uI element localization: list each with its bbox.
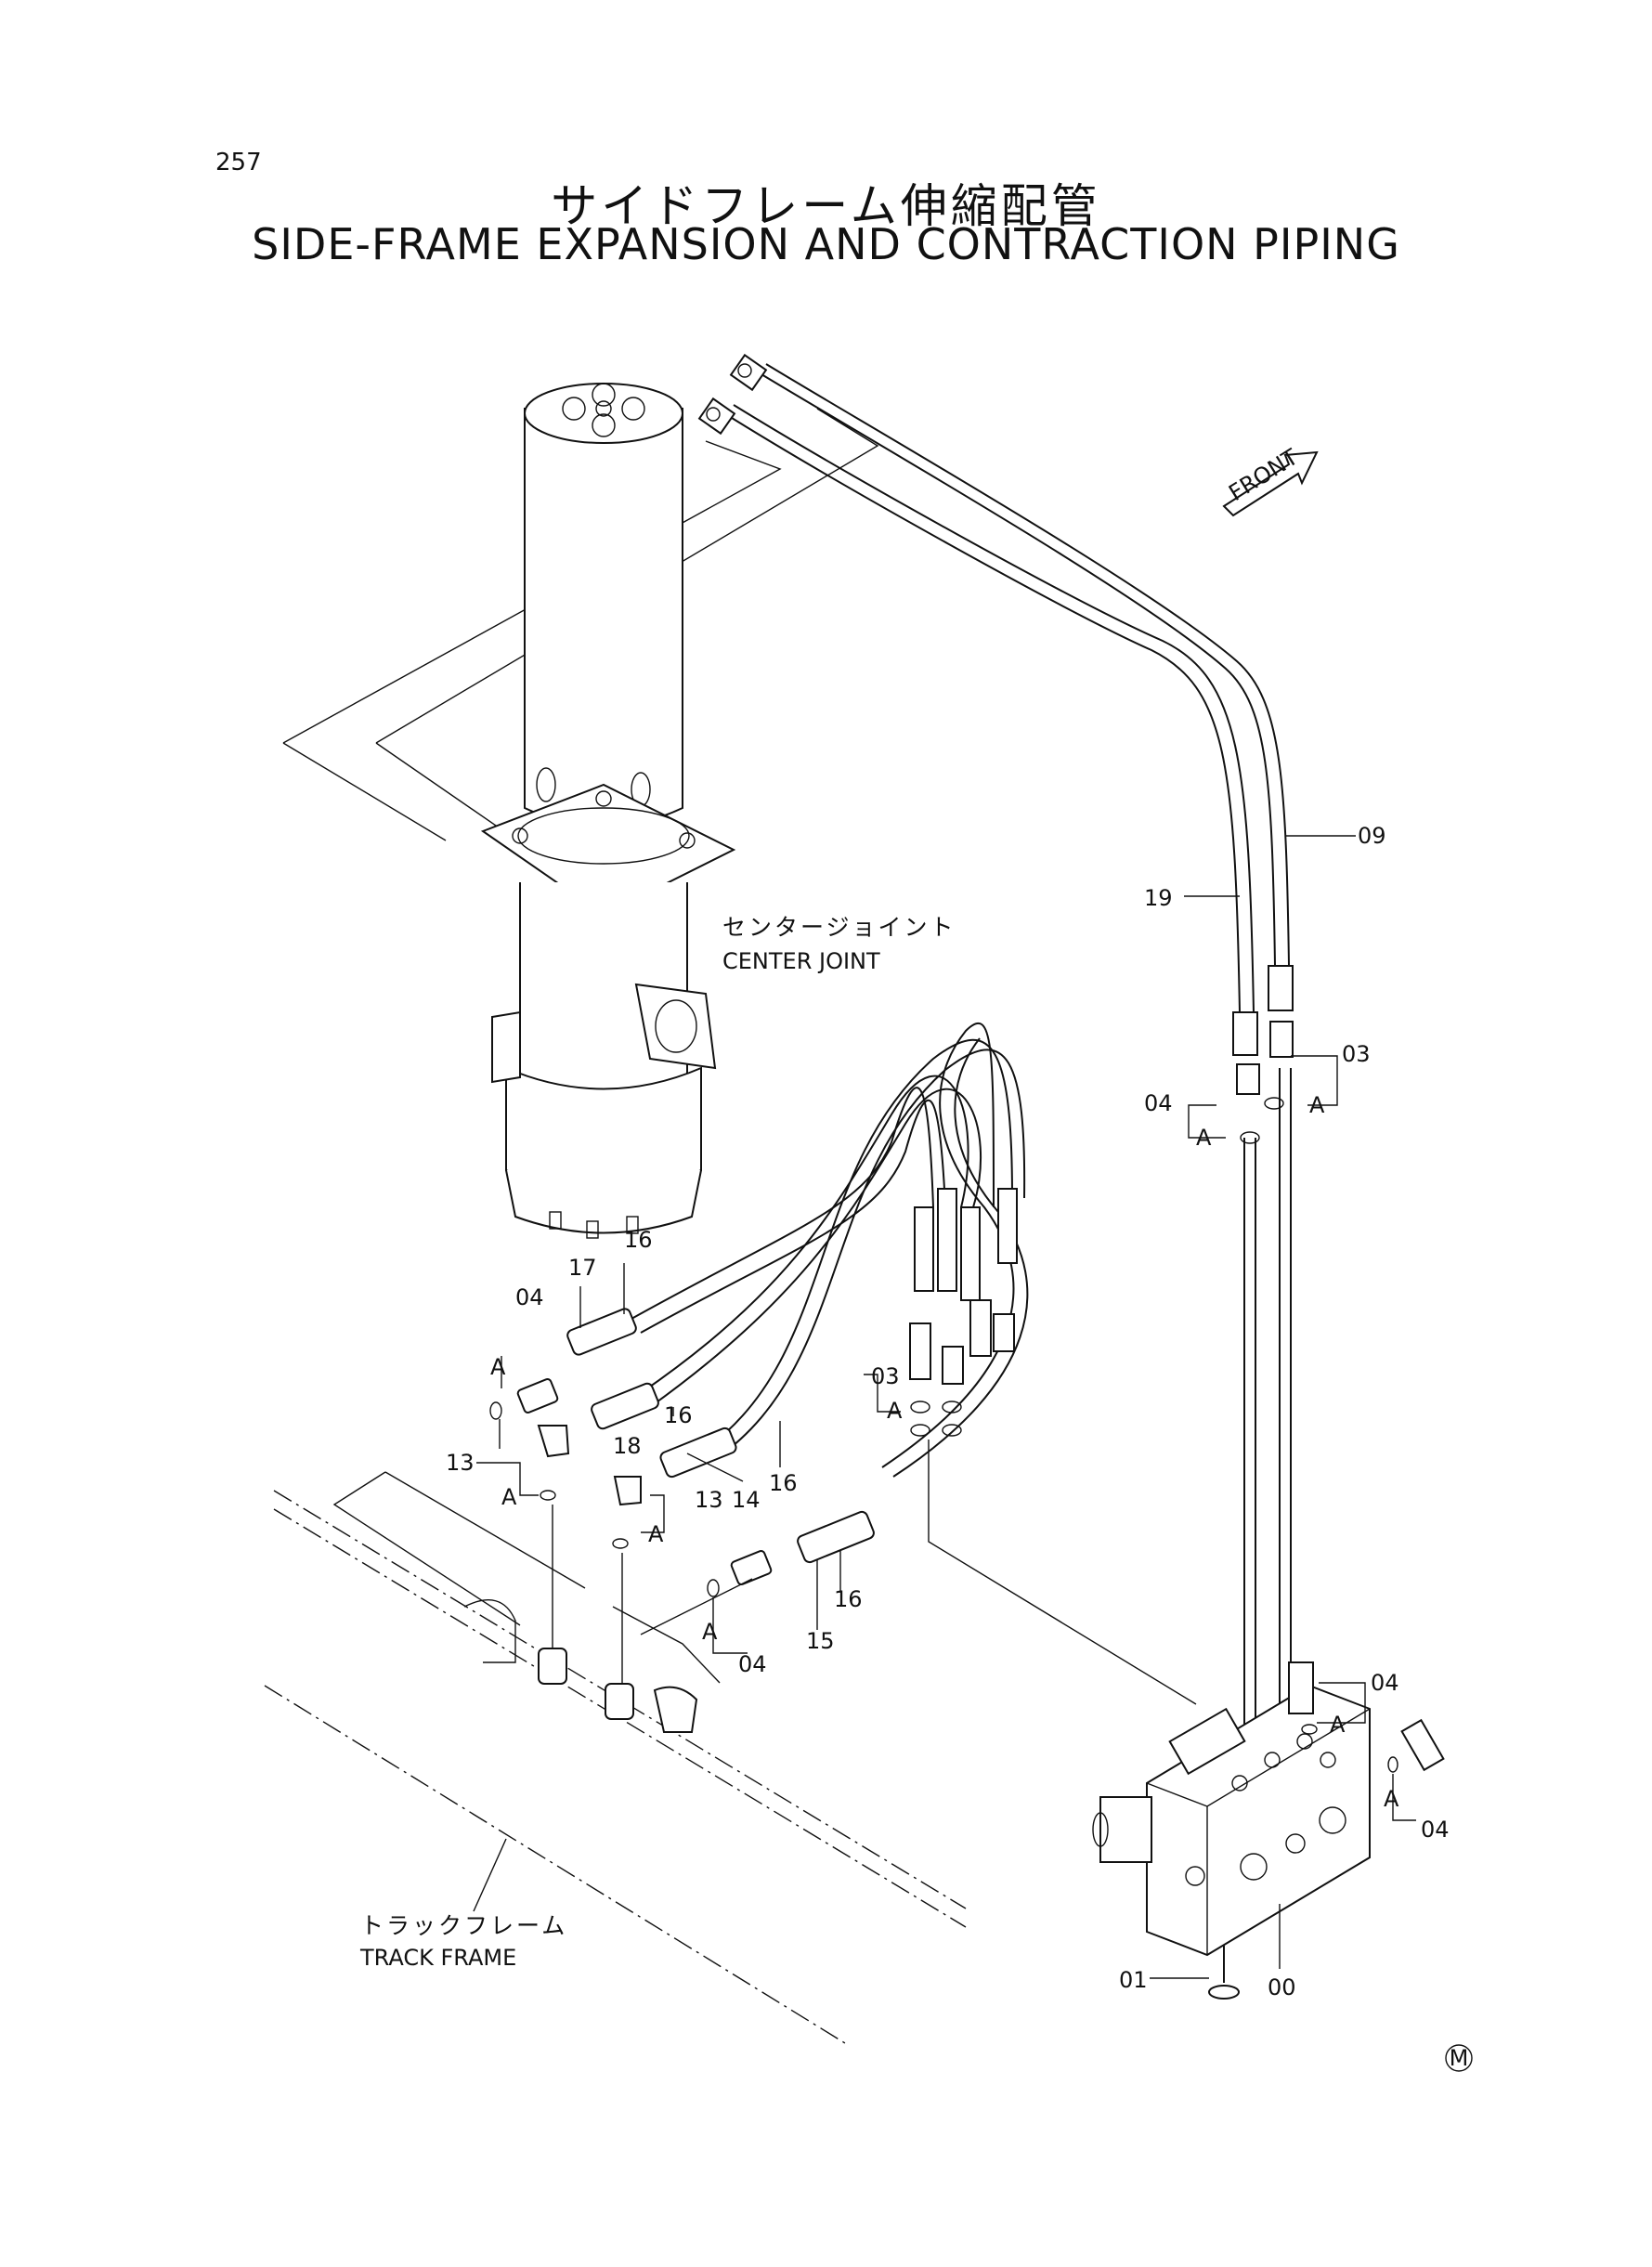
m-mark-label: M (1450, 2045, 1469, 2071)
callout-04e: 04 (1421, 1817, 1450, 1843)
callout-17: 17 (568, 1255, 597, 1281)
ref-a-3: A (490, 1354, 506, 1380)
ref-a-6: A (648, 1521, 664, 1547)
callout-16b: 16 (664, 1402, 693, 1428)
callout-leaders (476, 835, 1416, 1979)
ref-a-8: A (1330, 1712, 1346, 1738)
ref-a-4: A (887, 1398, 903, 1424)
m-mark: M (1445, 2044, 1473, 2072)
callout-16d: 16 (834, 1586, 863, 1612)
callout-00: 00 (1268, 1974, 1296, 2000)
callout-14: 14 (732, 1487, 761, 1513)
callout-13b: 13 (695, 1487, 723, 1513)
title-english: SIDE-FRAME EXPANSION AND CONTRACTION PIP… (252, 219, 1400, 269)
callout-18: 18 (613, 1433, 642, 1459)
callout-13a: 13 (446, 1450, 475, 1476)
track-frame-en-label: TRACK FRAME (359, 1945, 516, 1971)
callout-16a: 16 (624, 1227, 653, 1253)
ref-a-1: A (1309, 1092, 1325, 1118)
phantom-lines (282, 408, 879, 841)
center-joint (480, 383, 736, 1239)
front-arrow-icon: FRONT (1222, 444, 1319, 517)
main-hoses (697, 353, 1294, 1751)
callout-03b: 03 (871, 1363, 900, 1389)
valve-block (1092, 1661, 1445, 2000)
ref-a-5: A (501, 1484, 517, 1510)
callout-01: 01 (1119, 1967, 1148, 1993)
callout-04d: 04 (1371, 1670, 1399, 1696)
ref-a-7: A (702, 1619, 718, 1645)
center-joint-jp-label: センタージョイント (722, 914, 956, 941)
callout-15: 15 (806, 1628, 835, 1654)
title-japanese: サイドフレーム伸縮配管 (551, 179, 1101, 233)
callout-03a: 03 (1342, 1041, 1371, 1067)
ref-a-9: A (1384, 1786, 1399, 1812)
callout-16c: 16 (769, 1470, 798, 1496)
center-joint-en-label: CENTER JOINT (722, 948, 880, 974)
track-frame-jp-label: トラックフレーム (360, 1912, 567, 1939)
track-frame (264, 1440, 1197, 2044)
callout-09: 09 (1358, 823, 1386, 849)
page-number: 257 (215, 149, 262, 176)
callout-04c: 04 (738, 1651, 767, 1677)
callout-19: 19 (1144, 885, 1173, 911)
callout-04b: 04 (515, 1284, 544, 1310)
loop-hoses (631, 1022, 1029, 1478)
ref-a-2: A (1196, 1125, 1212, 1151)
callout-04a: 04 (1144, 1090, 1173, 1116)
hose-end-fittings (489, 1308, 875, 1597)
